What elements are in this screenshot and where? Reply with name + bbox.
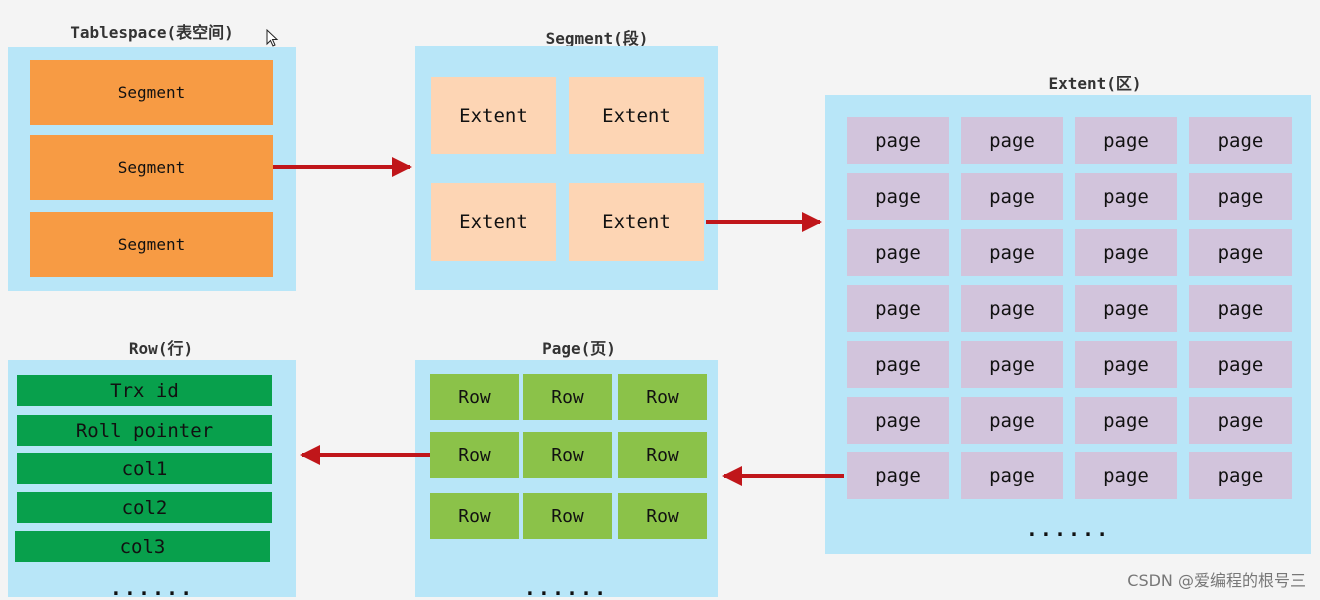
page-row-cell: Row: [430, 493, 519, 539]
page-row-cell: Row: [618, 493, 707, 539]
extent-page-cell: page: [1189, 341, 1292, 388]
segment-panel: Extent Extent Extent Extent: [415, 46, 718, 290]
segment-title: Segment(段): [545, 29, 649, 48]
segment-extent: Extent: [431, 183, 556, 261]
extent-page-cell: page: [1075, 229, 1177, 276]
page-row-cell: Row: [618, 432, 707, 478]
segment-extent: Extent: [569, 183, 704, 261]
extent-page-cell: page: [961, 452, 1063, 499]
extent-page-cell: page: [847, 117, 949, 164]
page-row-cell: Row: [523, 493, 612, 539]
page-row-cell: Row: [430, 374, 519, 420]
extent-page-cell: page: [1189, 397, 1292, 444]
page-row-cell: Row: [523, 432, 612, 478]
row-field-col3: col3: [15, 531, 270, 562]
extent-panel: page page page page page page page page page page…: [825, 95, 1311, 554]
tablespace-segment: Segment: [30, 60, 273, 125]
tablespace-title: Tablespace(表空间): [70, 23, 234, 42]
row-title: Row(行): [128, 339, 194, 358]
row-field-trx-id: Trx id: [17, 375, 272, 406]
extent-page-cell: page: [847, 452, 949, 499]
extent-page-cell: page: [1075, 341, 1177, 388]
extent-page-cell: page: [1075, 452, 1177, 499]
page-row-cell: Row: [618, 374, 707, 420]
tablespace-segment: Segment: [30, 135, 273, 200]
extent-page-cell: page: [1189, 229, 1292, 276]
extent-page-cell: page: [1075, 397, 1177, 444]
extent-page-cell: page: [1189, 173, 1292, 220]
segment-extent: Extent: [431, 77, 556, 154]
row-panel: Trx id Roll pointer col1 col2 col3 .....…: [8, 360, 296, 600]
extent-page-cell: page: [961, 173, 1063, 220]
extent-title: Extent(区): [1048, 74, 1142, 93]
tablespace-panel: Segment Segment Segment: [8, 47, 296, 291]
page-row-cell: Row: [430, 432, 519, 478]
extent-page-cell: page: [847, 229, 949, 276]
extent-page-cell: page: [1189, 452, 1292, 499]
extent-page-cell: page: [1075, 173, 1177, 220]
extent-page-cell: page: [847, 397, 949, 444]
extent-page-cell: page: [847, 341, 949, 388]
extent-page-cell: page: [961, 229, 1063, 276]
mouse-cursor-icon: [266, 29, 279, 47]
row-field-roll-pointer: Roll pointer: [17, 415, 272, 446]
row-more-dots: ......: [109, 576, 195, 600]
page-more-dots: ......: [523, 576, 609, 600]
extent-page-cell: page: [847, 173, 949, 220]
row-field-col2: col2: [17, 492, 272, 523]
extent-page-cell: page: [847, 285, 949, 332]
extent-page-cell: page: [1189, 117, 1292, 164]
extent-page-cell: page: [961, 285, 1063, 332]
page-row-cell: Row: [523, 374, 612, 420]
segment-extent: Extent: [569, 77, 704, 154]
tablespace-segment: Segment: [30, 212, 273, 277]
extent-page-cell: page: [961, 117, 1063, 164]
row-field-col1: col1: [17, 453, 272, 484]
extent-page-cell: page: [1075, 117, 1177, 164]
watermark: CSDN @爱编程的根号三: [1127, 571, 1306, 590]
extent-page-cell: page: [961, 341, 1063, 388]
page-title: Page(页): [542, 339, 616, 358]
extent-page-cell: page: [961, 397, 1063, 444]
extent-page-cell: page: [1189, 285, 1292, 332]
extent-more-dots: ......: [1025, 517, 1111, 541]
extent-page-cell: page: [1075, 285, 1177, 332]
